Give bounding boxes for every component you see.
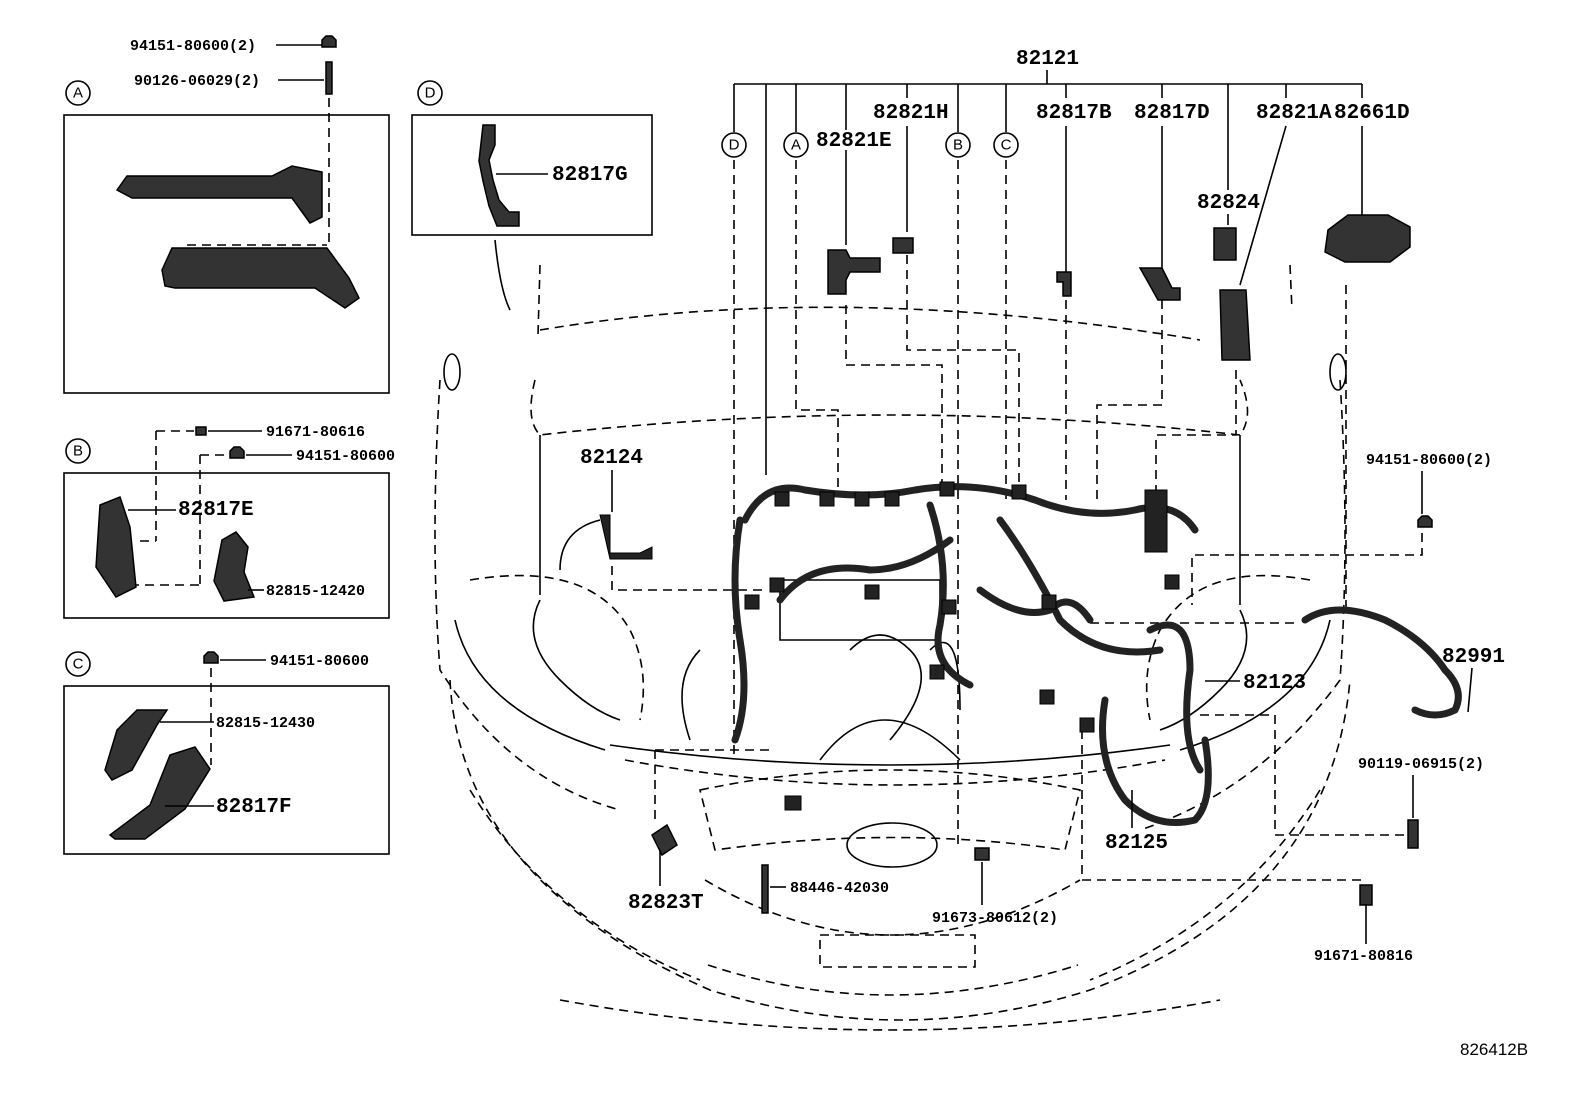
connector-82817d: [1138, 267, 1181, 301]
vehicle-body: [434, 239, 1351, 1031]
panel-b-protector-label[interactable]: 82817E: [178, 499, 254, 522]
panel-a-stud-label[interactable]: 90126-06029(2): [134, 73, 260, 90]
marker-a-letter: A: [791, 137, 801, 154]
panel-b-clamp-label[interactable]: 82815-12420: [266, 583, 365, 600]
callout-82821h[interactable]: 82821H: [873, 102, 949, 125]
marker-b-letter: B: [953, 137, 963, 154]
marker-b: [945, 132, 971, 158]
nut-icon-c: [203, 651, 219, 664]
nut-icon: [321, 35, 337, 48]
clamp-82823t: [651, 823, 678, 857]
callout-82121[interactable]: 82121: [1016, 48, 1079, 71]
callout-82125[interactable]: 82125: [1105, 832, 1168, 855]
cable-82124: [599, 514, 653, 560]
panel-c: C 94151-80600 82815-12430 82817F: [63, 651, 390, 855]
panel-a: A 94151-80600(2) 90126-06029(2): [63, 35, 390, 394]
callout-82824[interactable]: 82824: [1197, 192, 1260, 215]
relay-82824: [1213, 227, 1237, 261]
connector-82821h: [892, 237, 914, 254]
harness-clamp-lower: [161, 247, 360, 309]
panel-b-bolt-label[interactable]: 91671-80616: [266, 424, 365, 441]
emblem: [846, 822, 938, 868]
panel-c-frame: [63, 685, 390, 855]
callout-82821a[interactable]: 82821A: [1256, 102, 1332, 125]
clamp-82815-12420: [213, 531, 256, 602]
protector-82817e: [95, 496, 137, 598]
bolt-90119: [1407, 819, 1419, 849]
panel-d-marker: [417, 80, 443, 106]
panel-c-letter: C: [73, 656, 84, 673]
panel-d: D 82817G: [411, 80, 653, 236]
harness-clamp-upper: [115, 165, 323, 224]
connectors-top: [827, 214, 1411, 361]
top-callout-bracket: 82121 D A B C 82821H 82817B 82817D 82821…: [721, 48, 1410, 475]
panel-a-marker: [65, 80, 91, 106]
marker-a: [783, 132, 809, 158]
protector-82817g: [478, 124, 520, 227]
stud-88446: [761, 864, 769, 914]
grille: [699, 769, 1081, 851]
engine-harness-82121: [599, 481, 1462, 914]
connector-82661d: [1324, 214, 1411, 263]
panel-b-nut-label[interactable]: 94151-80600: [296, 448, 395, 465]
nut-icon-b: [229, 446, 245, 459]
leader-lines: [611, 160, 1423, 881]
panel-b-letter: B: [73, 443, 83, 460]
panel-a-nut-label[interactable]: 94151-80600(2): [130, 38, 256, 55]
panel-d-protector-label[interactable]: 82817G: [552, 164, 628, 187]
panel-d-letter: D: [425, 85, 436, 102]
cable-82991: [1301, 606, 1462, 719]
clamp-82815-12430: [104, 709, 169, 781]
battery-cable-end: [1144, 489, 1168, 553]
panel-c-clamp-label[interactable]: 82815-12430: [216, 715, 315, 732]
nut-94151: [1417, 515, 1433, 528]
callout-94151-80600-right[interactable]: 94151-80600(2): [1366, 452, 1492, 469]
callout-82817b[interactable]: 82817B: [1036, 102, 1112, 125]
callout-82991[interactable]: 82991: [1442, 646, 1505, 669]
illustration-reference: 826412B: [1460, 1040, 1528, 1059]
panel-c-nut-label[interactable]: 94151-80600: [270, 653, 369, 670]
panel-a-frame: [63, 114, 390, 394]
callout-90119-06915[interactable]: 90119-06915(2): [1358, 756, 1484, 773]
protector-82817f: [108, 746, 211, 840]
fuse-block-82821a: [1219, 289, 1251, 361]
connector-82821e: [827, 249, 881, 295]
marker-c: [993, 132, 1019, 158]
callout-82817d[interactable]: 82817D: [1134, 102, 1210, 125]
callout-82823t[interactable]: 82823T: [628, 892, 704, 915]
panel-b: B 91671-80616 94151-80600 82817E 82815-1…: [63, 424, 395, 619]
bolt-91671-80816: [1359, 884, 1373, 906]
marker-c-letter: C: [1001, 137, 1012, 154]
callouts-lower: 82124 82123 82991 82125 82823T 88446-420…: [580, 447, 1528, 1059]
panel-a-letter: A: [73, 85, 83, 102]
license-plate: [819, 934, 976, 968]
connector-82817b: [1056, 271, 1072, 297]
bolt-91673: [974, 847, 990, 861]
hood-line: [539, 306, 1201, 341]
mirror-left: [443, 353, 461, 391]
marker-d-letter: D: [729, 137, 740, 154]
harness-connectors: [744, 481, 1180, 811]
panel-c-protector-label[interactable]: 82817F: [216, 796, 292, 819]
stud-bolt-icon: [325, 61, 333, 95]
callout-82123[interactable]: 82123: [1243, 672, 1306, 695]
callout-91673-80612[interactable]: 91673-80612(2): [932, 910, 1058, 927]
panel-b-frame: [63, 472, 390, 619]
panel-b-marker: [65, 438, 91, 464]
callout-91671-80816[interactable]: 91671-80816: [1314, 948, 1413, 965]
bolt-icon: [195, 426, 207, 436]
marker-d: [721, 132, 747, 158]
callout-82661d[interactable]: 82661D: [1334, 102, 1410, 125]
callout-88446-42030[interactable]: 88446-42030: [790, 880, 889, 897]
panel-c-marker: [65, 651, 91, 677]
callout-82124[interactable]: 82124: [580, 447, 643, 470]
mirror-right: [1329, 353, 1347, 391]
callout-82821e[interactable]: 82821E: [816, 130, 892, 153]
panel-d-frame: [411, 114, 653, 236]
